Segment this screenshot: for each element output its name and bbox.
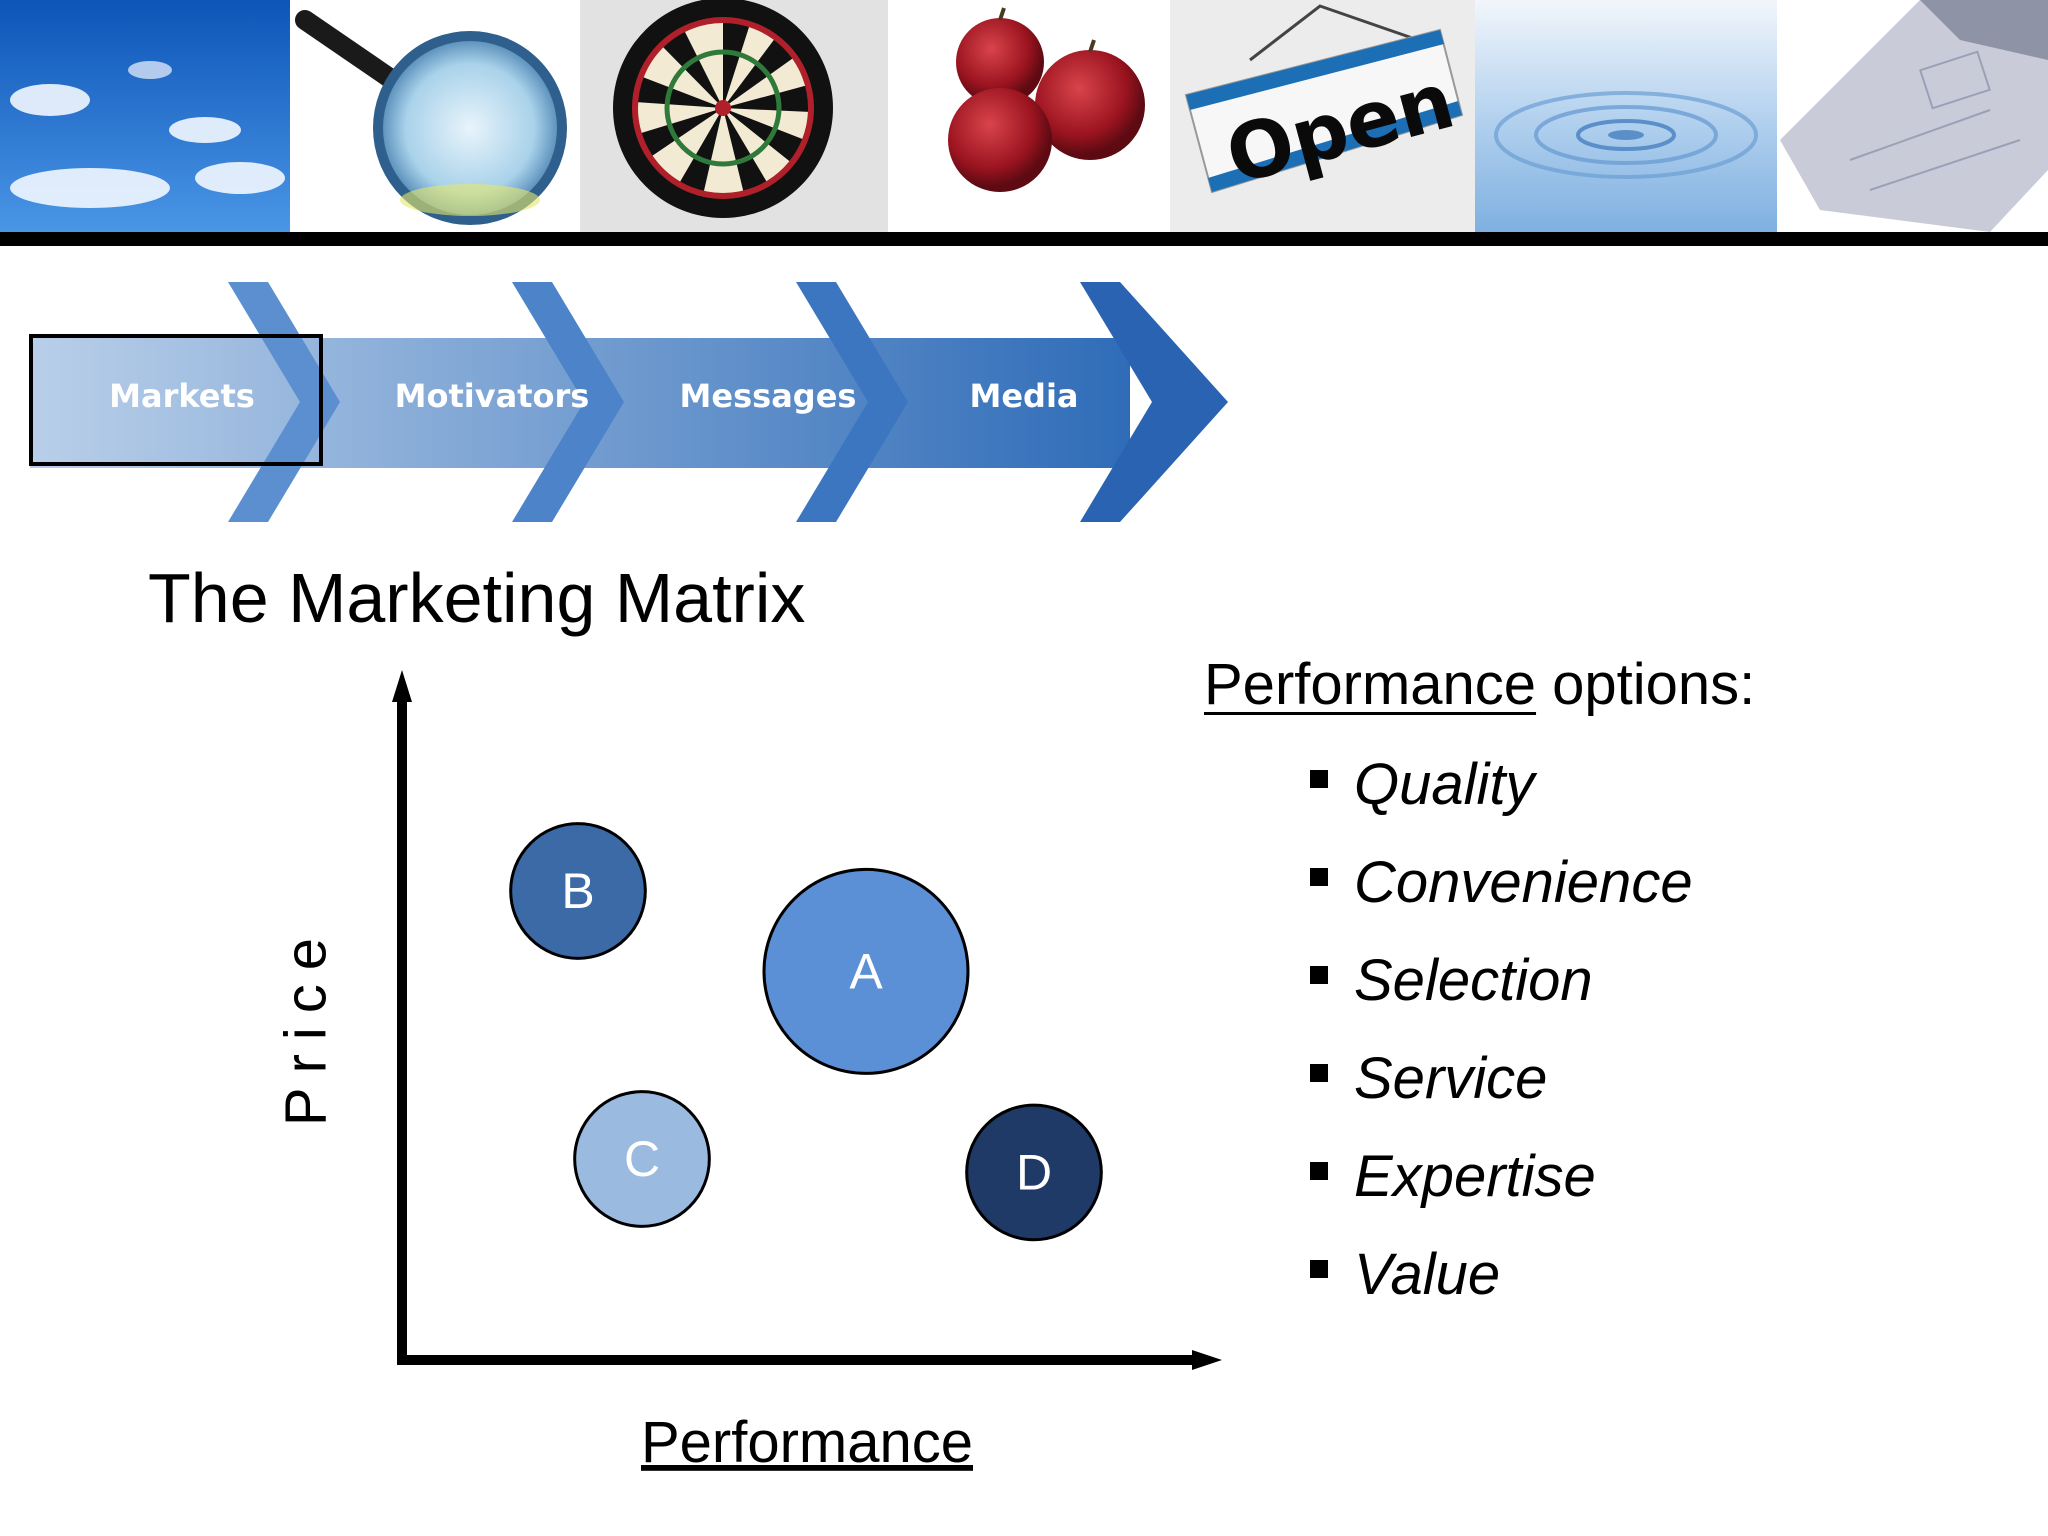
water-ripple-photo xyxy=(1475,0,1777,232)
apples-photo xyxy=(888,0,1170,232)
dartboard-photo xyxy=(580,0,888,232)
bubble-label-a: A xyxy=(849,943,883,999)
y-axis-label: Price xyxy=(273,924,338,1126)
slide-title: The Marketing Matrix xyxy=(148,559,806,637)
bubble-c xyxy=(573,1090,711,1228)
bullet-square xyxy=(1310,770,1328,788)
step-markets[interactable]: Markets xyxy=(109,377,255,415)
option-label: Convenience xyxy=(1354,850,1693,915)
open-sign-photo: Open xyxy=(1170,0,1475,232)
bubble-label-d: D xyxy=(1016,1144,1052,1200)
step-media[interactable]: Media xyxy=(969,377,1078,415)
step-messages[interactable]: Messages xyxy=(680,377,857,415)
bubbles: A B C D xyxy=(509,822,1103,1242)
marketing-matrix-chart: Price Performance A B C D xyxy=(273,670,1222,1475)
x-axis-arrowhead xyxy=(1192,1350,1222,1370)
x-axis-label: Performance xyxy=(641,1410,973,1475)
bullet-square xyxy=(1310,1064,1328,1082)
header-photo-strip: Open xyxy=(0,0,2048,232)
option-label: Quality xyxy=(1354,752,1535,817)
blueprint-photo xyxy=(1777,0,2048,232)
process-flow: Markets Motivators Messages Media xyxy=(29,282,1228,522)
bullet-square xyxy=(1310,966,1328,984)
magnifying-glass-photo xyxy=(290,0,580,232)
y-axis-arrowhead xyxy=(392,670,412,702)
option-label: Service xyxy=(1354,1046,1548,1111)
performance-heading-keyword: Performance xyxy=(1204,652,1537,717)
chart-axes xyxy=(392,670,1222,1370)
bubble-label-b: B xyxy=(561,863,594,919)
bubble-label-c: C xyxy=(624,1131,660,1187)
step-motivators[interactable]: Motivators xyxy=(395,377,590,415)
option-label: Expertise xyxy=(1354,1144,1596,1209)
option-label: Value xyxy=(1354,1242,1501,1307)
selected-step-box xyxy=(29,334,323,466)
bullet-square xyxy=(1310,1260,1328,1278)
performance-heading-rest: options: xyxy=(1536,652,1756,717)
clouds-photo xyxy=(0,0,290,232)
bullet-square xyxy=(1310,868,1328,886)
bubble-b xyxy=(509,822,647,960)
process-chevrons xyxy=(228,282,1228,522)
bubble-a xyxy=(762,867,970,1075)
performance-heading: Performance options: xyxy=(1204,650,1755,720)
bullet-square xyxy=(1310,1162,1328,1180)
header-divider xyxy=(0,232,2048,246)
option-label: Selection xyxy=(1354,948,1593,1013)
bubble-d xyxy=(965,1103,1103,1242)
